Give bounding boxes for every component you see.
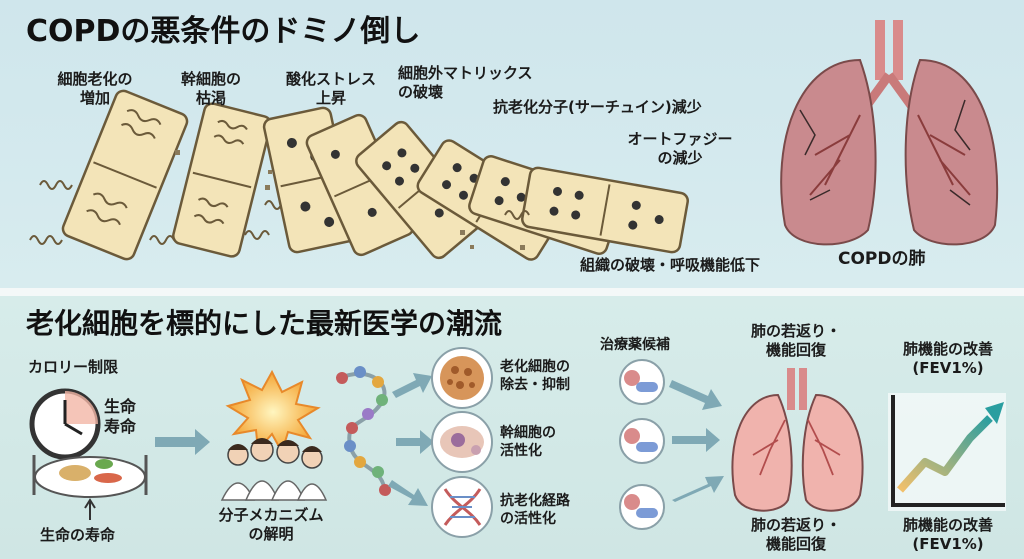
- senescent-cell-icon: [431, 347, 493, 409]
- domino-label-sirtuin: 抗老化分子(サーチュイン)減少: [493, 98, 702, 117]
- therapy-label-stem: 幹細胞の 活性化: [500, 424, 556, 460]
- domino-label-line2: 上昇: [315, 89, 346, 107]
- domino-label-line1: 細胞外マトリックス: [398, 64, 533, 82]
- therapy-line2: の活性化: [500, 511, 556, 527]
- improvement-line2: (FEV1%): [912, 359, 984, 377]
- domino-label-ecm: 細胞外マトリックス の破壊: [398, 64, 533, 102]
- result-label: 組織の破壊・呼吸機能低下: [580, 256, 761, 274]
- mechanism-label: 分子メカニズム の解明: [196, 506, 346, 544]
- improvement-line1: 肺機能の改善: [902, 516, 993, 534]
- arrows-to-therapies: [388, 373, 434, 506]
- clock-icon: [29, 388, 101, 460]
- domino-label-line1: オートファジー: [627, 130, 733, 148]
- mechanism-line2: の解明: [248, 525, 294, 543]
- rejuvenation-line1: 肺の若返り・: [750, 516, 841, 534]
- copd-lung-label: COPDの肺: [838, 249, 926, 269]
- debris-springs: [29, 180, 530, 245]
- therapy-line1: 老化細胞の: [500, 359, 570, 375]
- therapy-line2: 除去・抑制: [500, 377, 570, 393]
- molecular-pathway-icon: [336, 366, 391, 496]
- panel-divider: [0, 288, 1024, 296]
- lifespan-label: 生命の寿命: [40, 526, 116, 544]
- improvement-line2: (FEV1%): [912, 535, 984, 553]
- dna-helix-icon: [431, 476, 493, 538]
- therapy-line1: 抗老化経路: [500, 493, 570, 509]
- domino-2: [172, 102, 272, 258]
- domino-label-line2: の減少: [657, 149, 703, 167]
- domino-label-stem-cell: 幹細胞の 枯渇: [166, 70, 256, 108]
- domino-label-line1: 抗老化分子(サーチュイン)減少: [493, 98, 702, 116]
- domino-label-senescence: 細胞老化の 増加: [40, 70, 150, 108]
- domino-label-line1: 酸化ストレス: [285, 70, 376, 88]
- clock-text-lifespan: 寿命: [104, 417, 137, 436]
- therapy-label-pathway: 抗老化経路 の活性化: [500, 492, 570, 528]
- therapy-line1: 幹細胞の: [500, 425, 556, 441]
- rejuvenation-line2: 機能回復: [765, 341, 826, 359]
- domino-label-line1: 幹細胞の: [180, 70, 241, 88]
- clock-text-life: 生命: [104, 397, 137, 416]
- stem-cell-icon: [431, 411, 493, 473]
- domino-label-line2: 増加: [79, 89, 110, 107]
- arrows-to-lung: [669, 380, 724, 502]
- domino-label-line1: 細胞老化の: [57, 70, 133, 88]
- debris-chips: [175, 150, 525, 250]
- drug-pill-icons: [619, 359, 665, 530]
- improvement-label-top: 肺機能の改善 (FEV1%): [878, 340, 1018, 378]
- therapy-label-senescent: 老化細胞の 除去・抑制: [500, 358, 570, 394]
- domino-label-line2: 枯渇: [195, 89, 226, 107]
- meal-plate-icon: [32, 455, 148, 520]
- domino-8: [521, 166, 689, 254]
- top-title: COPDの悪条件のドミノ倒し: [26, 14, 421, 49]
- domino-label-autophagy: オートファジー の減少: [615, 130, 745, 168]
- rejuvenation-line1: 肺の若返り・: [750, 322, 841, 340]
- domino-label-oxidative-stress: 酸化ストレス 上昇: [276, 70, 386, 108]
- rejuvenation-line2: 機能回復: [765, 535, 826, 553]
- therapy-line2: 活性化: [500, 443, 542, 459]
- calorie-restriction-label: カロリー制限: [28, 358, 119, 376]
- domino-label-line2: の破壊: [398, 83, 444, 101]
- fev1-improvement-graph: [888, 393, 1006, 511]
- scientists-burst-icon: [220, 369, 328, 501]
- domino-1: [61, 89, 189, 261]
- copd-lung-illustration: [780, 20, 999, 246]
- rejuvenation-label-bottom: 肺の若返り・ 機能回復: [736, 516, 856, 554]
- arrow-calorie-to-mechanism: [155, 429, 210, 455]
- rejuvenation-label-top: 肺の若返り・ 機能回復: [736, 322, 856, 360]
- improvement-label-bottom: 肺機能の改善 (FEV1%): [878, 516, 1018, 554]
- improvement-line1: 肺機能の改善: [902, 340, 993, 358]
- bottom-title: 老化細胞を標的にした最新医学の潮流: [26, 307, 503, 340]
- healthy-lung-illustration: [731, 368, 864, 512]
- mechanism-line1: 分子メカニズム: [218, 506, 324, 524]
- drug-candidates-label: 治療薬候補: [600, 337, 670, 353]
